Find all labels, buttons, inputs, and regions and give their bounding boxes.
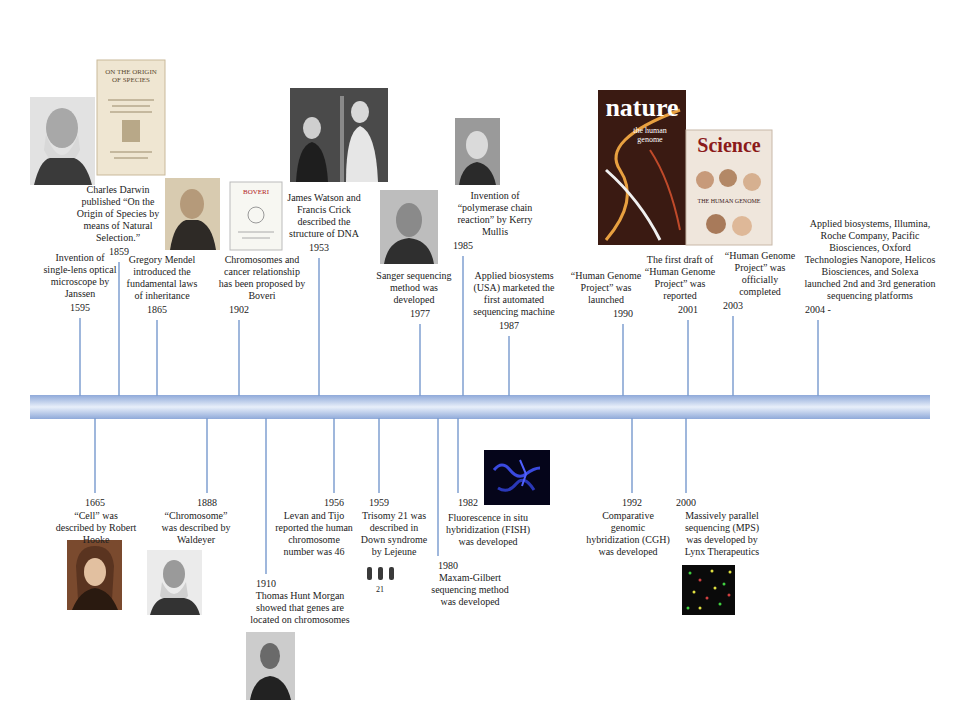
- year-label: 1977: [410, 308, 430, 320]
- chromosome-number: 21: [376, 584, 384, 596]
- portrait-photo: [380, 190, 438, 264]
- fish-image: [484, 450, 550, 505]
- event-text: Thomas Hunt Morgan showed that genes are…: [245, 590, 355, 626]
- year-label: 1859: [109, 246, 129, 258]
- portrait-photo: [290, 88, 388, 182]
- event-text: Charles Darwin published “On the Origin …: [75, 184, 161, 244]
- book-cover: [97, 60, 165, 175]
- journal-title: nature: [605, 94, 678, 122]
- portrait-photo: [147, 550, 202, 615]
- event-text: “Cell” was described by Robert Hooke: [54, 510, 138, 546]
- portrait-photo: [165, 178, 220, 250]
- event-text: Gregory Mendel introduced the fundamenta…: [123, 254, 201, 302]
- year-label: 1953: [309, 242, 329, 254]
- book-title: ON THE ORIGIN OF SPECIES: [102, 68, 160, 84]
- event-text: The first draft of “Human Genome Project…: [643, 254, 717, 302]
- year-label: 1990: [613, 308, 633, 320]
- year-label: 1665: [85, 497, 105, 509]
- event-text: Invention of “polymerase chain reaction”…: [452, 190, 538, 238]
- year-label: 1910: [256, 578, 276, 590]
- event-text: Applied biosystems, Illumina, Roche Comp…: [803, 218, 937, 302]
- year-label: 1865: [147, 304, 167, 316]
- event-text: Sanger sequencing method was developed: [372, 270, 456, 306]
- book-cover: [230, 182, 282, 250]
- year-label: 2000: [676, 497, 696, 509]
- year-label: 1985: [453, 240, 473, 252]
- event-text: Massively parallel sequencing (MPS) was …: [676, 510, 768, 558]
- year-label: 2003: [723, 300, 743, 312]
- event-text: Levan and Tijo reported the human chromo…: [272, 510, 356, 558]
- book-title: BOVERI: [243, 188, 269, 196]
- event-text: “Human Genome Project” was officially co…: [722, 250, 798, 298]
- timeline-bar: [30, 395, 930, 419]
- event-text: Invention of single-lens optical microsc…: [43, 252, 117, 300]
- year-label: 1959: [369, 497, 389, 509]
- cover-text: the human genome: [620, 126, 680, 144]
- journal-cover: [598, 90, 686, 245]
- year-label: 1902: [229, 304, 249, 316]
- event-text: Trisomy 21 was described in Down syndrom…: [358, 510, 430, 558]
- portrait-photo: [246, 632, 295, 700]
- chromosome-icons: [367, 567, 394, 580]
- portrait-photo: [455, 118, 500, 185]
- event-text: “Chromosome” was described by Waldeyer: [156, 510, 236, 546]
- year-label: 1888: [197, 497, 217, 509]
- event-text: Comparative genomic hybridization (CGH) …: [586, 510, 670, 558]
- tick-lines: [80, 256, 818, 574]
- event-text: “Human Genome Project” was launched: [570, 270, 642, 306]
- year-label: 1987: [499, 320, 519, 332]
- event-text: Chromosomes and cancer relationship has …: [218, 254, 306, 302]
- mps-image: [682, 565, 735, 615]
- year-label: 2001: [678, 304, 698, 316]
- event-text: Applied biosystems (USA) marketed the fi…: [469, 270, 559, 318]
- cover-text: THE HUMAN GENOME: [689, 198, 769, 205]
- portrait-photo: [30, 97, 95, 185]
- journal-cover: [686, 130, 772, 245]
- year-label: 2004 -: [805, 304, 831, 316]
- journal-title: Science: [697, 134, 760, 156]
- event-text: Fluorescence in situ hybridization (FISH…: [442, 512, 534, 548]
- year-label: 1956: [324, 497, 344, 509]
- portrait-photo: [67, 540, 122, 610]
- year-label: 1982: [458, 497, 478, 509]
- year-label: 1980: [438, 560, 458, 572]
- year-label: 1992: [622, 497, 642, 509]
- year-label: 1595: [70, 302, 90, 314]
- event-text: Maxam-Gilbert sequencing method was deve…: [424, 572, 516, 608]
- event-text: James Watson and Francis Crick described…: [282, 192, 366, 240]
